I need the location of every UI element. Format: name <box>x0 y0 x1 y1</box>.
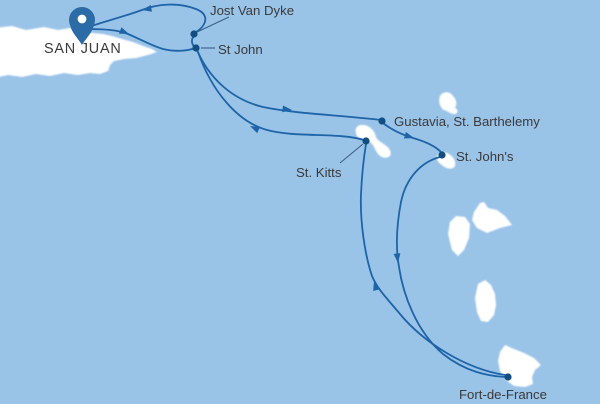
map-pin-icon-san-juan <box>69 7 95 45</box>
route-arrow-st-johns-to-fort-de-france <box>393 253 401 263</box>
port-label-st-john: St John <box>218 42 263 57</box>
route-arrow-st-john-to-gustavia <box>282 105 292 113</box>
island-guadeloupe <box>448 202 512 256</box>
port-markers-layer <box>69 7 512 381</box>
route-arrow-gustavia-to-st-johns <box>403 131 414 139</box>
port-label-san-juan: SAN JUAN <box>44 41 122 57</box>
port-dot-st-john <box>192 44 200 52</box>
islands-layer <box>0 26 541 387</box>
port-label-st-kitts: St. Kitts <box>296 165 342 180</box>
map-pin-hole-san-juan <box>77 14 87 24</box>
route-arrow-st-kitts-to-st-john <box>250 126 261 134</box>
route-leg-jost-van-dyke-to-san-juan <box>85 3 207 34</box>
port-label-st-johns: St. John's <box>456 149 514 164</box>
route-leg-st-kitts-to-st-john <box>197 51 365 141</box>
route-arrow-fort-de-france-to-st-kitts <box>373 281 380 292</box>
island-dominica <box>475 280 496 322</box>
port-dot-jost-van-dyke <box>190 30 198 38</box>
port-dot-gustavia-st-barthelemy <box>378 117 386 125</box>
island-st-kitts-nevis <box>355 124 391 158</box>
route-leg-san-juan-to-st-john <box>85 28 196 52</box>
port-dot-st-johns <box>438 151 446 159</box>
port-label-gustavia-st-barthelemy: Gustavia, St. Barthelemy <box>394 114 540 129</box>
route-arrow-san-juan-to-st-john <box>118 27 129 34</box>
port-dot-st-kitts <box>362 137 370 145</box>
route-arrow-jost-van-dyke-to-san-juan <box>142 5 152 12</box>
port-dot-fort-de-france <box>504 373 512 381</box>
leader-line-st-kitts <box>339 143 364 164</box>
island-puerto-rico <box>0 26 157 77</box>
route-lines-layer <box>85 3 506 378</box>
port-label-jost-van-dyke: Jost Van Dyke <box>210 3 294 18</box>
route-leg-st-john-to-gustavia <box>196 49 382 121</box>
label-leader-lines-layer <box>196 16 364 164</box>
route-leg-st-johns-to-fort-de-france <box>396 156 506 378</box>
port-label-fort-de-france: Fort-de-France <box>459 387 547 402</box>
leader-line-jost-van-dyke <box>196 16 230 33</box>
route-leg-fort-de-france-to-st-kitts <box>359 143 506 376</box>
island-barbuda <box>439 92 458 114</box>
